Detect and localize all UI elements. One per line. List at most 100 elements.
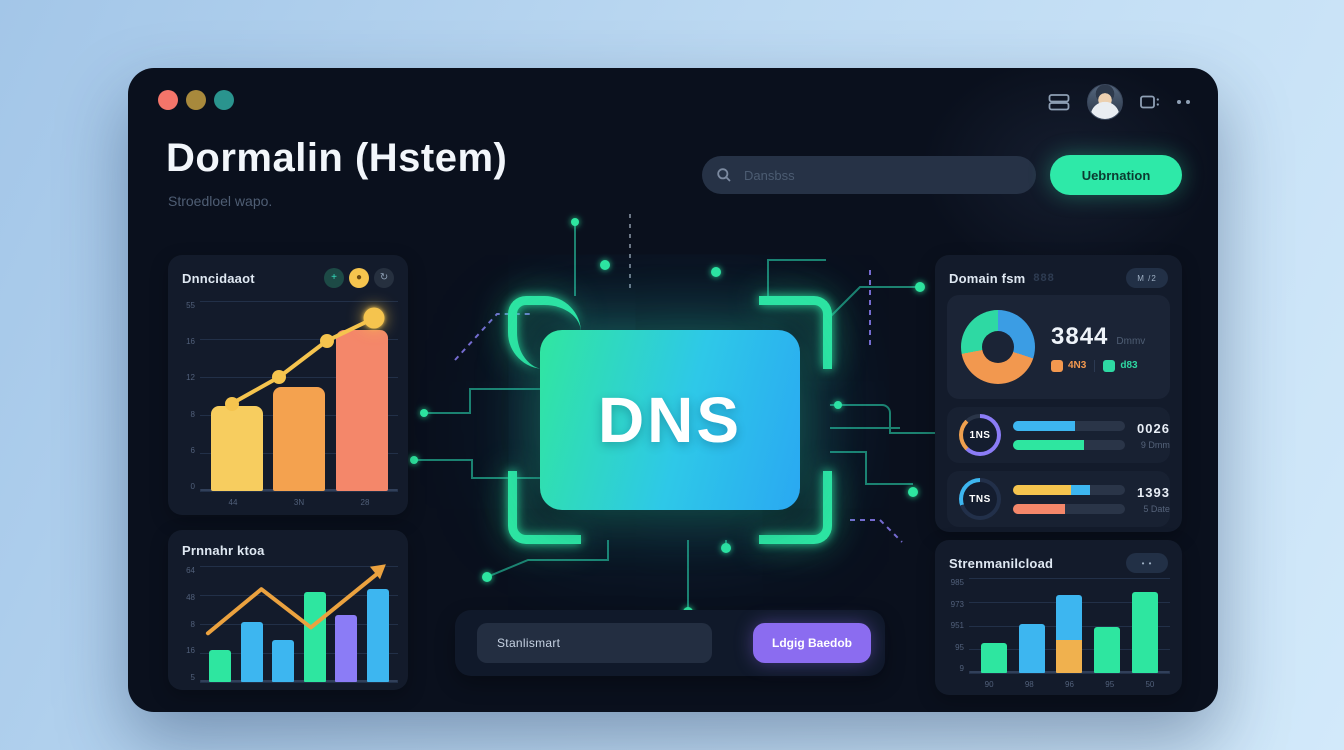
x-tick-label: 98: [1024, 680, 1034, 689]
bar: [366, 589, 389, 682]
stack-icon[interactable]: [1047, 92, 1071, 112]
record-badge: TNS: [959, 478, 1001, 520]
bar-group: [969, 578, 1170, 673]
record-row[interactable]: TNS 1393 5 Date: [947, 471, 1170, 527]
bar: [335, 614, 358, 682]
search-input[interactable]: [742, 166, 1022, 184]
donut-sub-label: Dmmv: [1116, 335, 1146, 347]
record-value: 0026: [1137, 420, 1170, 436]
record-row[interactable]: 1NS 0026 9 Dmm: [947, 407, 1170, 463]
y-tick-label: 95: [955, 642, 964, 652]
bar: [240, 621, 263, 682]
y-tick-label: 16: [186, 646, 195, 656]
bar-group: [200, 301, 398, 491]
minimize-window-button[interactable]: [186, 90, 206, 110]
bar: [1018, 623, 1045, 673]
gridline: [200, 566, 398, 567]
gridline: [200, 595, 398, 596]
donut-legend: 4N3 d83: [1051, 359, 1156, 372]
bar: [980, 642, 1007, 673]
progress-track: [1013, 420, 1125, 431]
panel-toggle-icon[interactable]: [1139, 94, 1161, 110]
bar-segment: [209, 649, 232, 682]
record-badge: 1NS: [959, 414, 1001, 456]
progress-fill: [1071, 484, 1091, 495]
legend-label: d83: [1120, 360, 1138, 371]
x-tick-label: 90: [984, 680, 994, 689]
more-options-icon[interactable]: [1177, 100, 1190, 104]
y-tick-label: 64: [186, 566, 195, 575]
bar-segment: [240, 621, 263, 682]
window-controls: [158, 90, 234, 110]
y-tick-label: 0: [190, 481, 195, 491]
footer-action-bar: Stanlismart Ldgig Baedob: [455, 610, 885, 676]
record-stats: 0026 9 Dmm: [1137, 421, 1170, 450]
record-sublabel: 5 Date: [1143, 503, 1170, 514]
bar: [1132, 592, 1159, 673]
legend-label: 4N3: [1068, 360, 1087, 371]
load-card-title: Strenmanilcload: [949, 555, 1054, 571]
legend-separator: [1094, 359, 1096, 372]
load-card-menu-pill[interactable]: • •: [1126, 553, 1168, 573]
gridline: [200, 653, 398, 654]
maximize-window-button[interactable]: [214, 90, 234, 110]
primary-action-button[interactable]: Uebrnation: [1050, 155, 1182, 195]
bar: [1056, 595, 1083, 673]
progress-track: [1013, 439, 1125, 450]
x-tick-label: 44: [228, 498, 238, 507]
bar-segment: [1094, 627, 1121, 673]
bar-segment: [1056, 595, 1083, 640]
user-avatar[interactable]: [1087, 84, 1123, 120]
gridline: [969, 673, 1170, 674]
domain-donut-chart: [961, 310, 1035, 384]
search-bar[interactable]: [702, 156, 1036, 194]
x-tick-label: 96: [1065, 680, 1074, 689]
bar-segment: [366, 589, 389, 682]
legend-chip: [1103, 359, 1116, 372]
y-tick-label: 985: [950, 578, 964, 587]
progress-fill: [1013, 503, 1065, 514]
close-window-button[interactable]: [158, 90, 178, 110]
y-tick-label: 8: [190, 409, 195, 419]
record-sublabel: 9 Dmm: [1140, 439, 1170, 450]
donut-value: 3844: [1051, 322, 1109, 350]
trend-card-title: Prnnahr ktoa: [182, 543, 265, 558]
secondary-footer-button[interactable]: Stanlismart: [477, 623, 712, 663]
y-tick-label: 12: [186, 373, 195, 383]
line-point: [272, 370, 287, 384]
donut-stats: 3844 Dmmv 4N3 d83: [1051, 323, 1156, 372]
bar: [272, 640, 295, 682]
bar-segment: [335, 614, 358, 682]
purple-footer-button[interactable]: Ldgig Baedob: [753, 623, 871, 663]
header-badge: 888: [1033, 272, 1055, 284]
bar-segment: [272, 640, 295, 682]
topbar-actions: [1047, 84, 1190, 120]
pulse-button[interactable]: +: [324, 268, 344, 288]
y-tick-label: 9: [959, 664, 964, 673]
record-progress-bars: [1013, 420, 1125, 450]
gridline: [200, 301, 398, 302]
domain-card-menu-pill[interactable]: M /2: [1126, 268, 1168, 288]
progress-track: [1013, 503, 1125, 514]
gridline: [200, 491, 398, 492]
record-button[interactable]: ●: [349, 268, 369, 288]
legend-item: d83: [1103, 359, 1138, 372]
y-tick-label: 16: [186, 337, 195, 347]
bar-segment: [1132, 592, 1159, 673]
donut-panel: 3844 Dmmv 4N3 d83: [947, 295, 1170, 399]
record-badge-label: 1NS: [963, 418, 997, 452]
legend-item: 4N3: [1051, 359, 1087, 372]
donut-hole: [982, 331, 1014, 363]
refresh-button[interactable]: ↻: [374, 268, 394, 288]
bar-segment: [335, 329, 388, 491]
progress-fill: [1013, 420, 1075, 431]
bar: [335, 329, 388, 491]
y-tick-label: 973: [950, 599, 964, 609]
record-value: 1393: [1137, 484, 1170, 500]
gridline: [200, 624, 398, 625]
y-tick-label: 48: [186, 592, 195, 602]
